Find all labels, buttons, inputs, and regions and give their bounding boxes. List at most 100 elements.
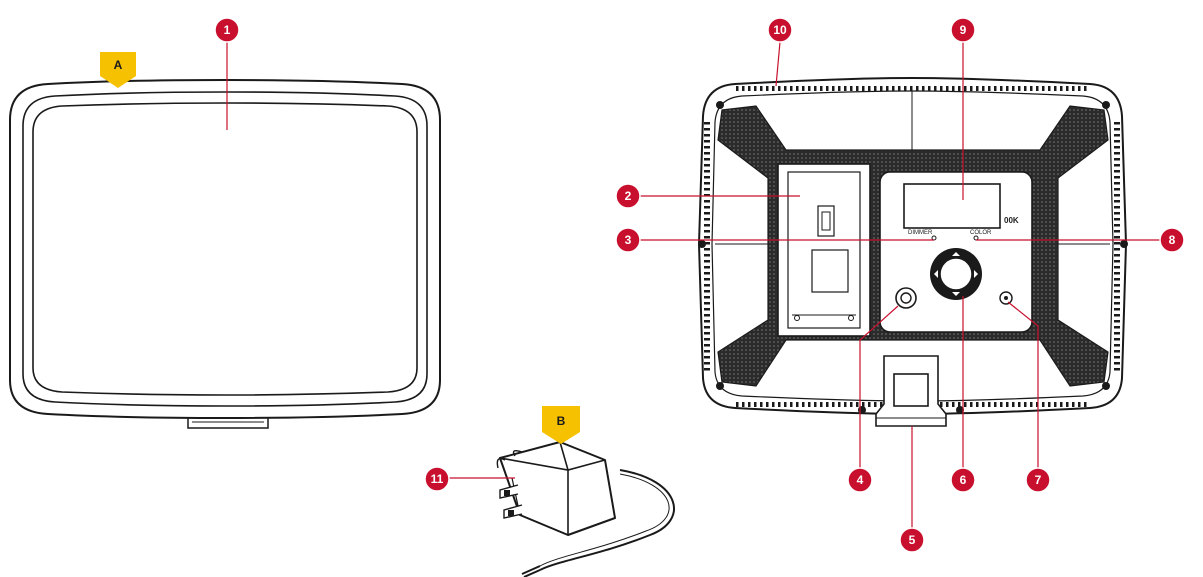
- vent-slot: [838, 402, 841, 407]
- vent-slot: [1114, 344, 1120, 347]
- vent-slot: [796, 86, 799, 91]
- callout-4-number: 4: [857, 473, 864, 487]
- front-inner-frame: [22, 91, 428, 407]
- vent-slot: [880, 86, 883, 91]
- vent-slot: [704, 140, 710, 143]
- vent-slot: [1114, 254, 1120, 257]
- vent-slot: [704, 356, 710, 359]
- vent-slot: [704, 200, 710, 203]
- vent-slot: [704, 284, 710, 287]
- vent-slot: [952, 402, 955, 407]
- vent-slot: [994, 86, 997, 91]
- callout-8-number: 8: [1169, 233, 1176, 247]
- callout-9: 9: [950, 17, 976, 43]
- vent-slot: [704, 272, 710, 275]
- vent-slot: [704, 128, 710, 131]
- vent-slot: [754, 402, 757, 407]
- vent-slot: [784, 402, 787, 407]
- vent-slot: [1114, 338, 1120, 341]
- callout-1: 1: [214, 17, 240, 43]
- vent-slot: [946, 402, 949, 407]
- vent-slot: [1036, 86, 1039, 91]
- callout-10: 10: [767, 17, 793, 43]
- vent-slot: [1114, 176, 1120, 179]
- vent-slot: [832, 402, 835, 407]
- vent-slot: [862, 86, 865, 91]
- vent-slot: [1024, 402, 1027, 407]
- vent-slot: [1114, 146, 1120, 149]
- vent-slot: [704, 338, 710, 341]
- vent-slot: [704, 218, 710, 221]
- vent-slot: [1114, 158, 1120, 161]
- vent-slot: [1114, 164, 1120, 167]
- vent-slot: [970, 402, 973, 407]
- vent-slot: [868, 86, 871, 91]
- vent-slot: [704, 230, 710, 233]
- back-view: 00K DIMMER COLOR: [615, 17, 1185, 553]
- screw-top-left: [716, 101, 724, 109]
- vent-slot: [1114, 356, 1120, 359]
- menu-button[interactable]: [999, 291, 1013, 305]
- vent-slot: [1114, 278, 1120, 281]
- vent-slot: [856, 402, 859, 407]
- leader-7: [1007, 301, 1039, 468]
- vent-slot: [1114, 122, 1120, 125]
- vent-slot: [1114, 134, 1120, 137]
- vent-slot: [916, 86, 919, 91]
- vent-slot: [820, 402, 823, 407]
- vent-slot: [802, 402, 805, 407]
- vent-slot: [1114, 296, 1120, 299]
- vent-slot: [850, 86, 853, 91]
- vent-slot: [820, 86, 823, 91]
- vent-slot: [814, 402, 817, 407]
- vent-slot: [886, 86, 889, 91]
- vent-slot: [766, 86, 769, 91]
- vent-slot: [1012, 402, 1015, 407]
- vent-slot: [826, 402, 829, 407]
- vent-slot: [760, 402, 763, 407]
- vent-slot: [704, 302, 710, 305]
- vent-slot: [778, 402, 781, 407]
- vent-slot: [754, 86, 757, 91]
- vent-slot: [1000, 402, 1003, 407]
- vent-slot: [964, 402, 967, 407]
- front-bottom-mount: [187, 418, 269, 429]
- vent-slot: [1114, 320, 1120, 323]
- vent-slot: [704, 332, 710, 335]
- mount-bracket: [875, 355, 947, 427]
- vent-slot: [1114, 218, 1120, 221]
- vent-slot: [1114, 368, 1120, 371]
- vent-slot: [704, 350, 710, 353]
- vent-slot: [704, 194, 710, 197]
- vent-slot: [1006, 402, 1009, 407]
- power-button[interactable]: [895, 287, 917, 309]
- vent-slot: [1054, 402, 1057, 407]
- navigation-dial[interactable]: [930, 248, 982, 300]
- screw-right: [1120, 240, 1128, 248]
- vent-slot: [922, 86, 925, 91]
- vent-slot: [1114, 314, 1120, 317]
- callout-3: 3: [615, 227, 641, 253]
- adapter-clip: [496, 449, 523, 469]
- vent-slot: [784, 86, 787, 91]
- callout-2-number: 2: [625, 189, 632, 203]
- vent-slot: [808, 402, 811, 407]
- vent-slot: [1114, 290, 1120, 293]
- vent-slot: [934, 86, 937, 91]
- vent-slot: [982, 86, 985, 91]
- vent-slot: [1114, 170, 1120, 173]
- vent-slot: [976, 86, 979, 91]
- vent-slot: [1078, 86, 1081, 91]
- adapter-plug-tip: [521, 565, 541, 577]
- vent-slot: [1114, 242, 1120, 245]
- vent-slot: [988, 86, 991, 91]
- vent-slot: [1018, 402, 1021, 407]
- vent-slot: [940, 402, 943, 407]
- adapter-cable: [539, 469, 675, 571]
- vent-slot: [850, 402, 853, 407]
- tag-a: A: [100, 52, 136, 88]
- vent-slot: [952, 86, 955, 91]
- vent-slot: [796, 402, 799, 407]
- vent-slot: [826, 86, 829, 91]
